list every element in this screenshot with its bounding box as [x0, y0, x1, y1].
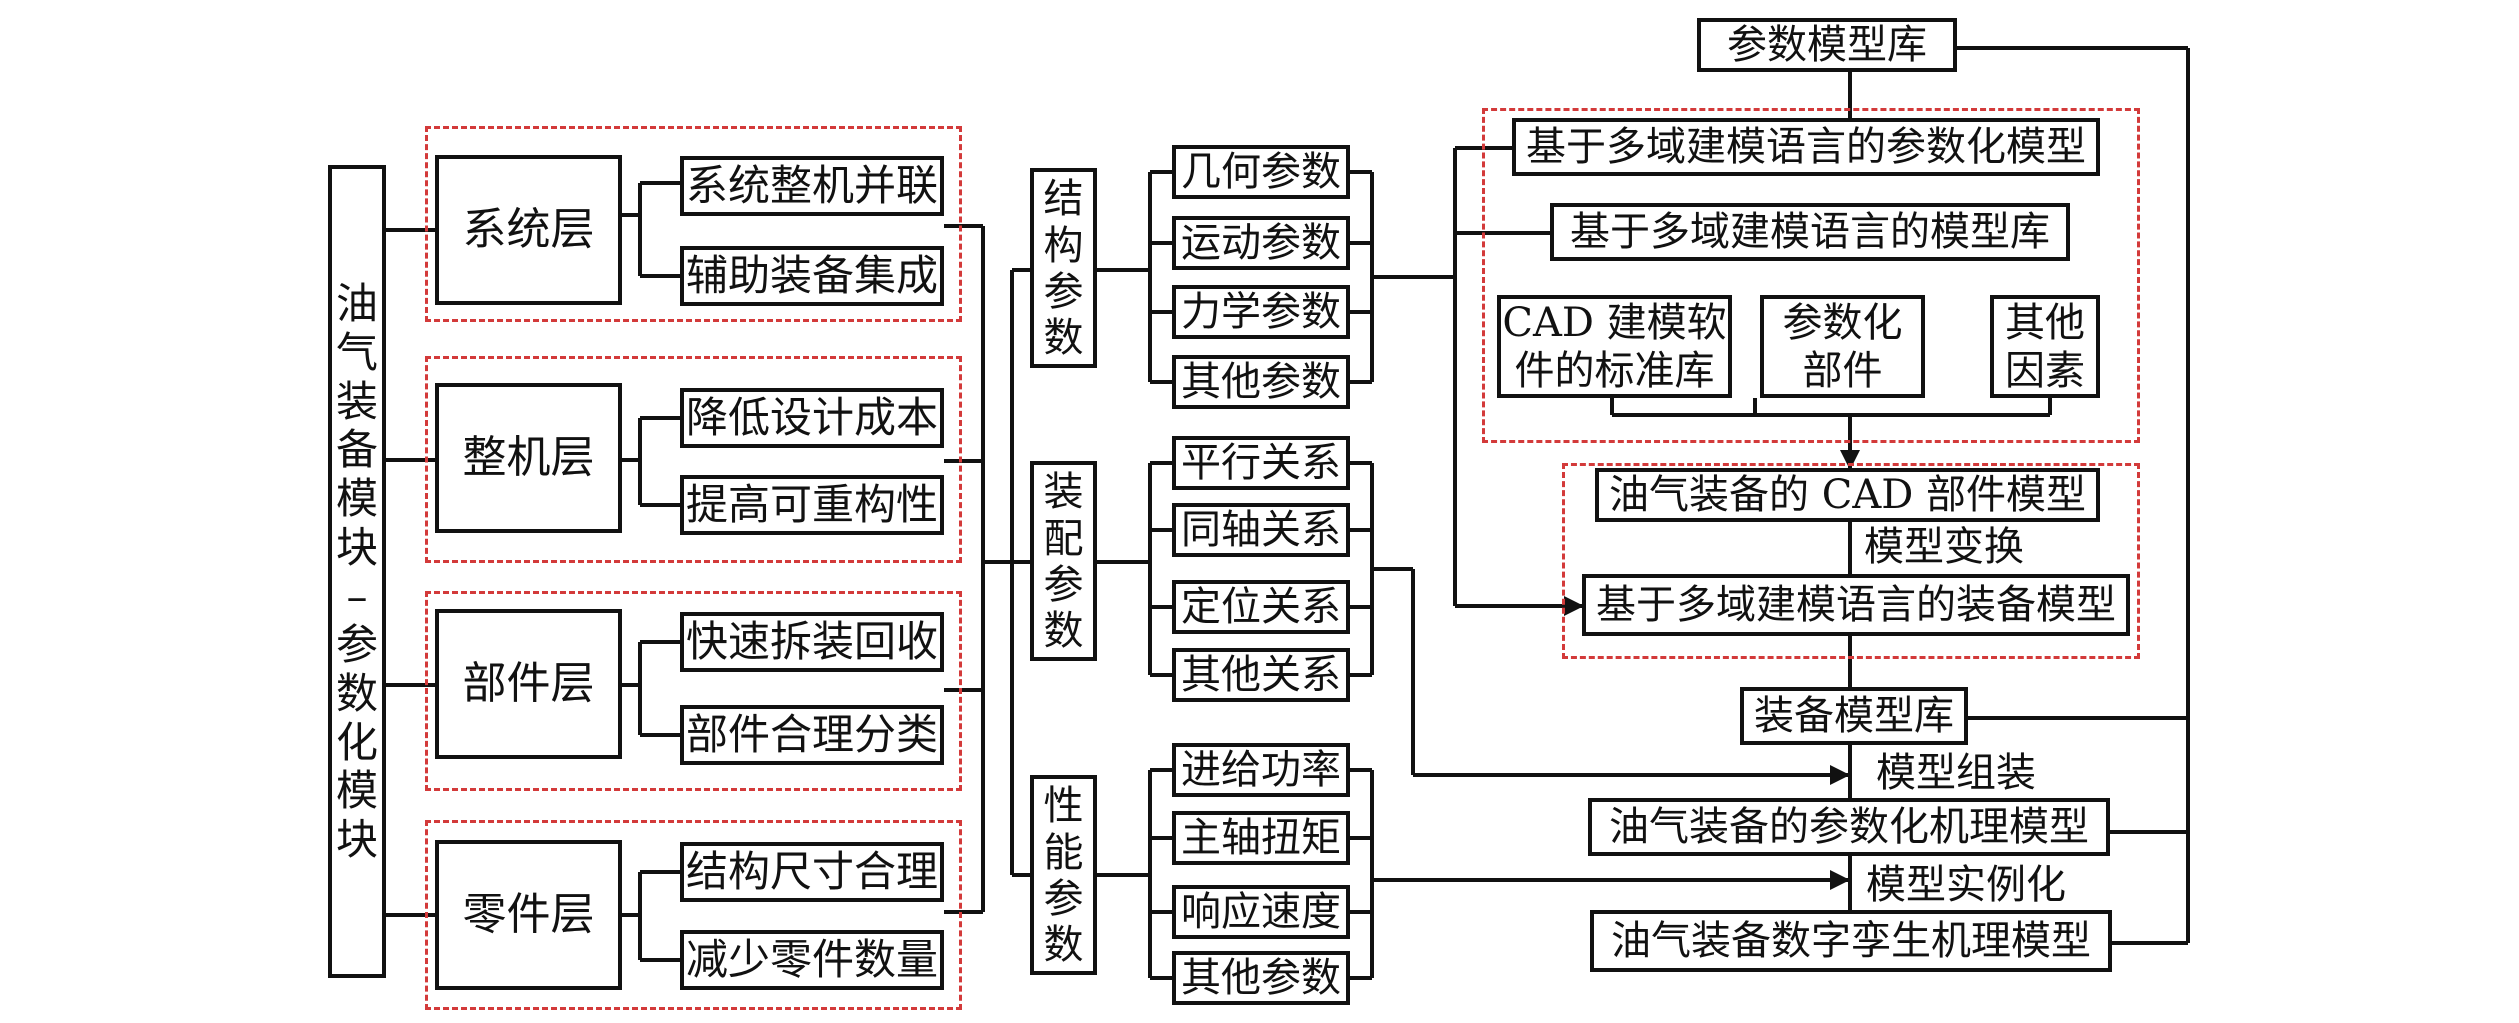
param-motion: 运动参数	[1172, 216, 1350, 270]
param-feed-power: 进给功率	[1172, 743, 1350, 797]
root-char: 化	[335, 717, 378, 767]
parametric-parts-line: 部件	[1802, 347, 1883, 394]
layer-group-component	[425, 591, 962, 791]
param-other-relation: 其他关系	[1172, 648, 1350, 702]
param-group-performance: 性 能 参 数	[1030, 775, 1097, 975]
root-char: 油	[335, 279, 378, 329]
root-char: 装	[335, 376, 378, 426]
cad-standard-library-line: 件的标准库	[1514, 347, 1715, 394]
param-geometry: 几何参数	[1172, 145, 1350, 199]
param-other-structure: 其他参数	[1172, 355, 1350, 409]
label-model-assembly: 模型组装	[1870, 750, 2042, 796]
param-model-library: 参数模型库	[1697, 18, 1957, 72]
label-model-instantiation: 模型实例化	[1860, 862, 2072, 908]
param-group-char: 参	[1043, 562, 1084, 608]
param-group-char: 性	[1043, 783, 1084, 830]
domain-parametric-model: 基于多域建模语言的参数化模型	[1512, 118, 2100, 176]
param-group-char: 能	[1043, 829, 1084, 876]
item-structure-size: 结构尺寸合理	[680, 842, 944, 902]
param-response-speed: 响应速度	[1172, 885, 1350, 939]
item-component-classification: 部件合理分类	[680, 705, 944, 765]
param-group-char: 参	[1043, 876, 1084, 922]
param-coaxial: 同轴关系	[1172, 503, 1350, 557]
root-char: 参	[335, 620, 378, 670]
parametric-parts-line: 参数化	[1782, 299, 1903, 346]
layer-system: 系统层	[435, 155, 622, 305]
item-reduce-cost: 降低设计成本	[680, 388, 944, 448]
root-char: 块	[335, 522, 378, 572]
param-group-char: 数	[1043, 922, 1084, 969]
item-system-parallel: 系统整机并联	[680, 156, 944, 216]
param-parallel: 平行关系	[1172, 436, 1350, 490]
item-reduce-parts: 减少零件数量	[680, 930, 944, 990]
root-char: 模	[335, 766, 378, 816]
item-aux-integration: 辅助装备集成	[680, 246, 944, 306]
root-box-oil-gas-module: 油 气 装 备 模 块 – 参 数 化 模 块	[328, 165, 386, 978]
param-group-assembly: 装 配 参 数	[1030, 461, 1097, 661]
parametric-parts: 参数化 部件	[1760, 295, 1925, 398]
digital-twin-mechanism-model: 油气装备数字孪生机理模型	[1590, 910, 2112, 972]
layer-component: 部件层	[435, 609, 622, 759]
param-group-char: 装	[1043, 469, 1084, 516]
layer-machine: 整机层	[435, 383, 622, 533]
param-group-char: 配	[1043, 515, 1084, 562]
param-mechanics: 力学参数	[1172, 285, 1350, 339]
root-char: 备	[335, 425, 378, 475]
equipment-model-group	[1562, 463, 2140, 659]
param-group-char: 参	[1043, 269, 1084, 315]
domain-model-library: 基于多域建模语言的模型库	[1550, 203, 2070, 261]
param-other-performance: 其他参数	[1172, 951, 1350, 1005]
layer-group-part	[425, 820, 962, 1010]
parametric-mechanism-model: 油气装备的参数化机理模型	[1588, 798, 2110, 856]
param-group-structure: 结 构 参 数	[1030, 168, 1097, 368]
layer-group-machine	[425, 356, 962, 563]
domain-equipment-model: 基于多域建模语言的装备模型	[1582, 574, 2130, 636]
cad-standard-library-line: CAD 建模软	[1502, 299, 1727, 346]
root-char: 块	[335, 815, 378, 865]
item-quick-disassembly: 快速拆装回收	[680, 612, 944, 672]
param-group-char: 结	[1043, 176, 1084, 223]
domain-model-group	[1482, 108, 2140, 443]
item-reconfigurability: 提高可重构性	[680, 475, 944, 535]
other-factors: 其他 因素	[1990, 295, 2100, 398]
other-factors-line: 其他	[2005, 299, 2085, 346]
equipment-model-library: 装备模型库	[1740, 687, 1968, 745]
param-positioning: 定位关系	[1172, 580, 1350, 634]
root-char: 数	[335, 668, 378, 718]
param-group-char: 数	[1043, 315, 1084, 362]
param-spindle-torque: 主轴扭矩	[1172, 811, 1350, 865]
cad-standard-library: CAD 建模软 件的标准库	[1497, 295, 1732, 398]
cad-part-model: 油气装备的 CAD 部件模型	[1595, 468, 2100, 522]
layer-group-system	[425, 126, 962, 322]
layer-part: 零件层	[435, 840, 622, 990]
root-char: 气	[335, 327, 378, 377]
param-group-char: 构	[1043, 222, 1084, 269]
label-model-transform: 模型变换	[1858, 524, 2030, 570]
root-char: –	[346, 571, 368, 621]
other-factors-line: 因素	[2005, 347, 2085, 394]
param-group-char: 数	[1043, 608, 1084, 655]
root-char: 模	[335, 474, 378, 524]
